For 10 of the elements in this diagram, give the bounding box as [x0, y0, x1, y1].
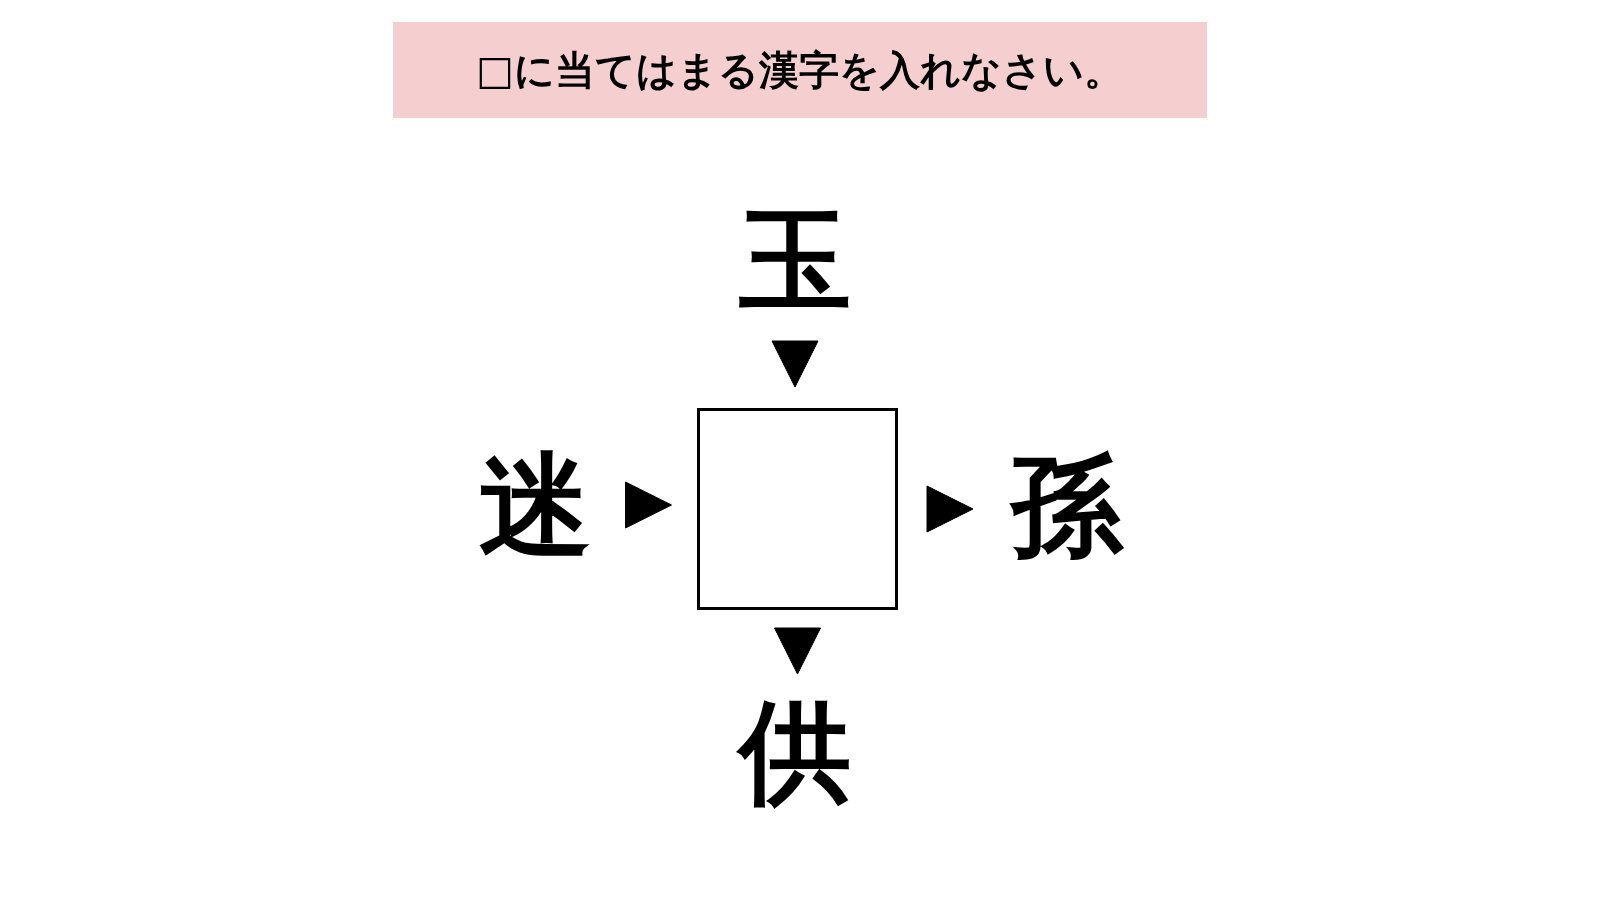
kanji-text: 孫: [1002, 445, 1132, 565]
answer-box: [697, 408, 898, 610]
kanji-text: 迷: [470, 445, 600, 565]
arrow: [771, 340, 819, 388]
arrow: [625, 481, 672, 529]
arrow: [774, 627, 821, 675]
instruction-text: □に当てはまる漢字を入れなさい。: [476, 45, 1124, 95]
kanji-text: 玉: [730, 200, 860, 320]
arrow: [926, 485, 974, 533]
kanji-text: 供: [730, 692, 860, 812]
